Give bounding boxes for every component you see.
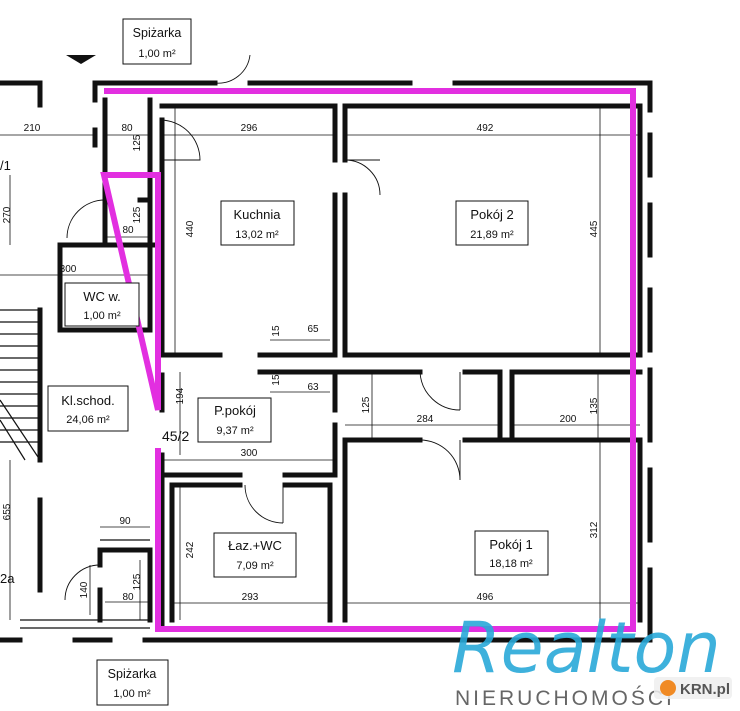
dim-label: 65: [307, 324, 319, 335]
room-name: Pokój 2: [470, 207, 513, 222]
dim-label: 140: [79, 581, 90, 598]
room-label-pokoj-1: Pokój 1 18,18 m²: [474, 530, 549, 576]
room-area: 1,00 m²: [83, 310, 121, 322]
room-area: 1,00 m²: [113, 688, 151, 700]
dim-label: 293: [242, 592, 259, 603]
portal-logo-icon: [660, 680, 676, 696]
portal-logo-text: KRN.pl: [680, 681, 730, 698]
dim-label: 492: [477, 123, 494, 134]
room-area: 7,09 m²: [236, 560, 274, 572]
room-area: 9,37 m²: [216, 425, 254, 437]
dim-label: 90: [119, 516, 131, 527]
room-area: 21,89 m²: [470, 229, 514, 241]
dim-label: 135: [589, 397, 600, 414]
room-label-spizarka-top: Spiżarka 1,00 m²: [122, 18, 192, 65]
dim-label: 15: [271, 374, 282, 386]
room-area: 1,00 m²: [138, 48, 176, 60]
dim-label: 445: [589, 220, 600, 237]
partial-label-left-top: /1: [0, 158, 11, 173]
room-area: 18,18 m²: [489, 558, 533, 570]
room-name: Łaz.+WC: [228, 538, 282, 553]
dimension-lines: [0, 106, 640, 620]
dim-label: 270: [2, 206, 13, 223]
apartment-outline: [100, 88, 636, 632]
room-name: Kl.schod.: [61, 393, 114, 408]
dim-label: 80: [121, 123, 133, 134]
entrance-arrow-icon: [66, 55, 96, 64]
dim-label: 496: [477, 592, 494, 603]
room-area: 13,02 m²: [235, 229, 279, 241]
room-label-wc: WC w. 1,00 m²: [64, 282, 140, 327]
room-name: Spiżarka: [108, 667, 157, 681]
brand-subtitle: NIERUCHOMOŚCI: [455, 686, 675, 710]
dim-label: 125: [132, 134, 143, 151]
dim-label: 15: [271, 325, 282, 337]
room-name: Kuchnia: [234, 207, 282, 222]
dim-label: 125: [361, 396, 372, 413]
room-label-pokoj-2: Pokój 2 21,89 m²: [455, 200, 529, 246]
dim-label: 284: [417, 414, 434, 425]
room-label-klatka: Kl.schod. 24,06 m²: [47, 385, 129, 432]
room-label-kuchnia: Kuchnia 13,02 m²: [220, 200, 295, 246]
stair-treads: [0, 309, 150, 629]
dim-label: 194: [175, 387, 186, 404]
dim-label: 440: [185, 220, 196, 237]
dim-label: 80: [122, 592, 134, 603]
room-name: P.pokój: [214, 403, 256, 418]
dim-label: 80: [122, 225, 134, 236]
room-label-spizarka-bottom: Spiżarka 1,00 m²: [96, 659, 169, 706]
dim-label: 312: [589, 521, 600, 538]
dim-label: 125: [132, 206, 143, 223]
room-name: WC w.: [83, 289, 121, 304]
dim-label: 655: [2, 503, 13, 520]
door-swings: [64, 54, 461, 601]
dimension-labels: 210 80 125 296 492 270 125 80 440 445 30…: [2, 123, 600, 603]
walls: [0, 80, 653, 643]
realton-watermark: Realton NIERUCHOMOŚCI KRN.pl: [452, 607, 732, 710]
room-name: Pokój 1: [489, 537, 532, 552]
dim-label: 300: [60, 264, 77, 275]
room-label-p-pokoj: P.pokój 9,37 m²: [197, 397, 272, 443]
unit-number: 45/2: [162, 428, 189, 444]
dim-label: 200: [560, 414, 577, 425]
dim-label: 242: [185, 541, 196, 558]
dim-label: 210: [24, 123, 41, 134]
partial-label-left-bottom: 2a: [0, 571, 15, 586]
room-area: 24,06 m²: [66, 414, 110, 426]
dim-label: 125: [132, 573, 143, 590]
dim-label: 300: [241, 448, 258, 459]
dim-label: 296: [241, 123, 258, 134]
dim-label: 63: [307, 382, 319, 393]
room-name: Spiżarka: [133, 26, 182, 40]
room-label-lazienka: Łaz.+WC 7,09 m²: [213, 532, 297, 578]
brand-logo-text: Realton: [452, 607, 721, 689]
